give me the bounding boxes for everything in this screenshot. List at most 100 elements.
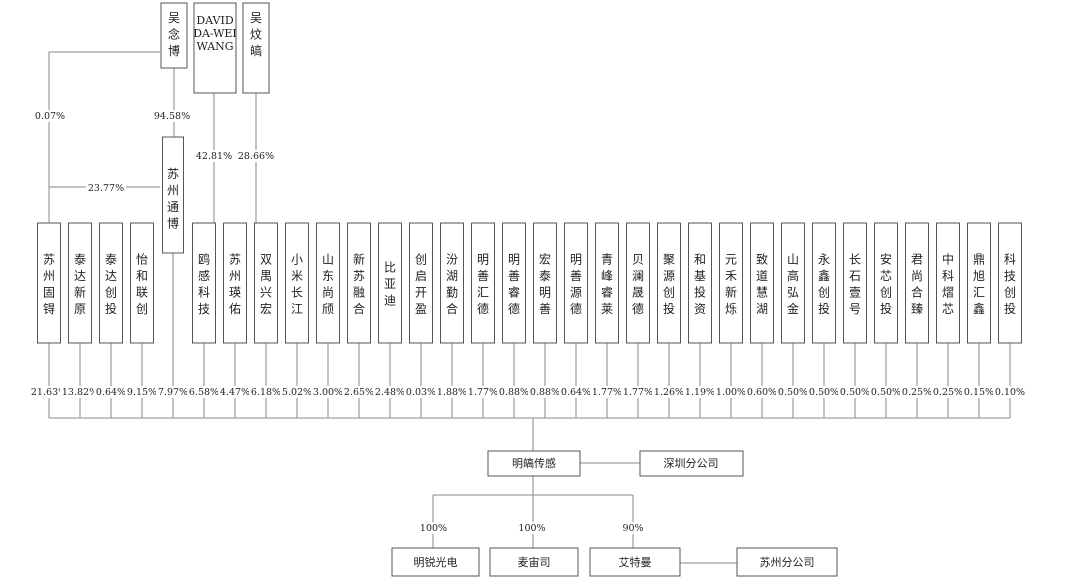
shareholder-box-13 [440,222,464,344]
shareholder-name-16: 宏泰明善 [539,251,551,316]
shareholder-box-10 [347,222,371,344]
subsidiary-pct-0-bg [419,522,448,534]
shareholder-box-2 [99,222,123,344]
shareholder-name-19: 贝澜晟德 [632,252,644,316]
shareholder-box-8 [285,222,309,344]
shareholder-name-21: 和基投资 [694,252,706,316]
shareholder-box-16 [533,222,557,344]
shareholder-name-0: 苏州固锝 [43,252,55,316]
shareholder-box-24 [781,222,805,344]
shareholder-name-24: 山高弘金 [787,252,799,316]
shareholder-pct-7-bg [249,386,283,398]
shareholder-pct-8-bg [280,386,314,398]
holder-box-david [193,2,237,94]
shareholder-pct-18-bg [590,386,624,398]
shareholder-box-27 [874,222,898,344]
shareholder-pct-17: 0.64% [561,387,591,398]
shareholder-pct-23-bg [745,386,779,398]
shareholder-name-1: 泰达新原 [74,252,86,316]
shareholder-pct-24: 0.50% [778,387,808,398]
shareholder-pct-12-bg [404,386,438,398]
shareholder-pct-14-bg [466,386,500,398]
shareholder-pct-15: 0.88% [499,387,529,398]
edge-label-david-to-ou: 42.81% [196,151,232,162]
shareholder-pct-9: 3.00% [313,387,343,398]
holder-name-wu-xiaoyu: 吴炆皜 [250,11,262,58]
shareholder-box-25 [812,222,836,344]
shareholder-name-23: 致道慧湖 [756,252,768,316]
holder-name-david-line-2: WANG [196,40,233,53]
shareholder-name-29: 中科熠芯 [942,251,954,316]
shareholder-pct-28-bg [900,386,934,398]
branch-name-suzhou: 苏州分公司 [760,556,815,569]
shareholder-name-4: 苏州通博 [167,167,179,231]
shareholder-name-15: 明善睿德 [508,252,520,316]
company-box [487,450,581,477]
shareholder-name-22: 元禾新烁 [725,252,737,316]
subsidiary-box-1 [489,547,579,577]
shareholder-box-31 [998,222,1022,344]
shareholder-pct-0: 21.63% [31,387,67,398]
subsidiary-name-0: 明锐光电 [414,555,458,569]
holder-box-wu-xiaoyu [242,2,270,94]
shareholder-name-17: 明善源德 [570,252,582,316]
shareholder-pct-16: 0.88% [530,387,560,398]
shareholder-pct-31: 0.10% [995,387,1025,398]
shareholder-name-30: 鼎旭汇鑫 [973,252,985,316]
shareholder-box-19 [626,222,650,344]
shareholder-box-7 [254,222,278,344]
subsidiary-pct-2-bg [622,522,644,534]
shareholder-name-11: 比亚迪 [384,261,396,308]
shareholder-pct-26-bg [838,386,872,398]
shareholder-pct-21-bg [683,386,717,398]
holder-name-david-line-0: DAVID [196,14,234,27]
shareholder-pct-21: 1.19% [685,387,715,398]
company-name: 明皜传感 [512,456,556,470]
subsidiary-box-0 [391,547,480,577]
holder-box-wu-nianbo [160,2,188,69]
shareholder-box-12 [409,222,433,344]
shareholder-box-5 [192,222,216,344]
shareholder-pct-2-bg [94,386,128,398]
shareholder-pct-13: 1.88% [437,387,467,398]
shareholder-pct-15-bg [497,386,531,398]
shareholder-box-6 [223,222,247,344]
edge-label-wu-to-tongbo-bg [152,110,192,122]
shareholder-pct-13-bg [435,386,469,398]
subsidiary-pct-0: 100% [420,523,447,534]
subsidiary-pct-1-bg [518,522,546,534]
branch-box-shenzhen [639,450,744,477]
shareholder-name-31: 科技创投 [1004,252,1016,316]
shareholder-pct-25: 0.50% [809,387,839,398]
shareholder-pct-3: 9.15% [127,387,157,398]
shareholder-pct-27: 0.50% [871,387,901,398]
shareholder-pct-0-bg [29,386,69,398]
shareholder-box-20 [657,222,681,344]
shareholder-name-27: 安芯创投 [880,251,892,316]
shareholder-pct-30-bg [962,386,996,398]
shareholder-name-26: 长石壹号 [849,252,861,316]
edge-label-david-to-ou-bg [194,150,234,162]
shareholder-pct-6-bg [218,386,252,398]
shareholder-pct-17-bg [559,386,593,398]
shareholder-pct-19: 1.77% [623,387,653,398]
shareholder-pct-5: 6.58% [189,387,219,398]
shareholder-pct-9-bg [311,386,345,398]
shareholder-box-30 [967,222,991,344]
shareholder-name-5: 鸥感科技 [198,251,210,316]
shareholder-pct-11: 2.48% [375,387,405,398]
edge-label-wu-to-sgd: 0.07% [35,111,65,122]
edge-label-tongbo-to-sgd-bg [86,182,126,194]
shareholder-box-21 [688,222,712,344]
subsidiary-box-2 [589,547,681,577]
subsidiary-pct-2: 90% [622,523,643,534]
shareholder-box-11 [378,222,402,344]
shareholder-box-26 [843,222,867,344]
shareholder-pct-14: 1.77% [468,387,498,398]
subsidiary-name-2: 艾特曼 [619,555,652,569]
shareholder-box-1 [68,222,92,344]
shareholder-pct-4: 7.97% [158,387,188,398]
shareholder-pct-5-bg [187,386,221,398]
shareholder-pct-29-bg [931,386,965,398]
